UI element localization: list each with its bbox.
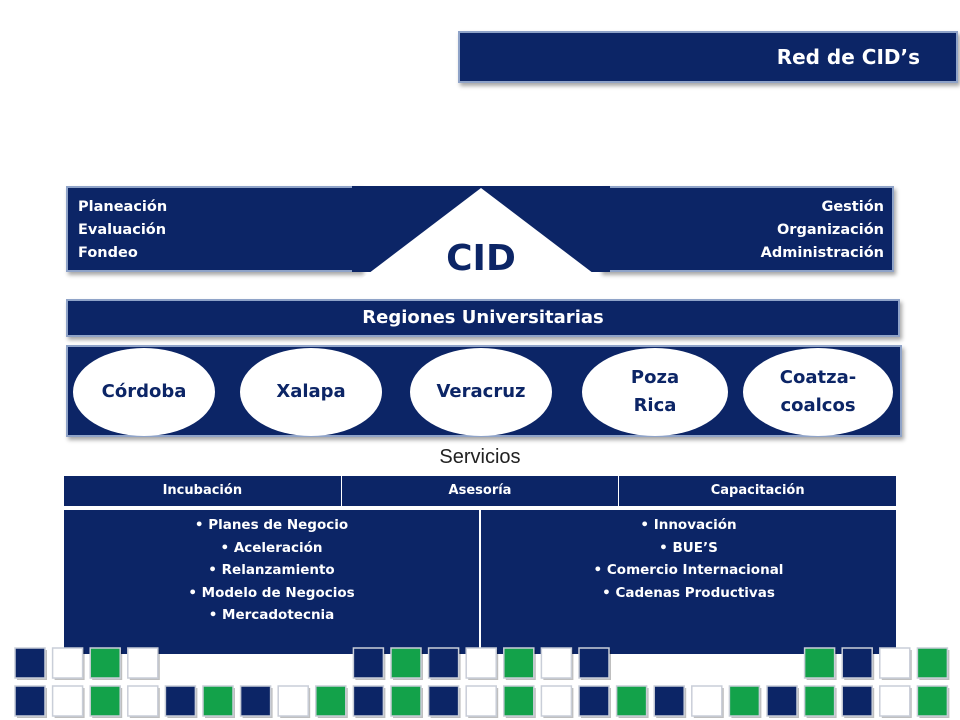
region-label: Veracruz: [436, 381, 526, 402]
decorative-square: [127, 685, 160, 718]
region-veracruz: Veracruz: [410, 348, 552, 436]
decorative-square: [615, 685, 649, 718]
decorative-square: [164, 685, 198, 718]
region-label: Córdoba: [101, 381, 187, 402]
decorative-square: [653, 685, 687, 718]
regions-title: Regiones Universitarias: [362, 307, 604, 328]
region-label: Poza Rica: [630, 367, 680, 416]
list-item: • Planes de Negocio: [194, 517, 349, 533]
services-title: Servicios: [439, 446, 521, 468]
regions-bar: Regiones Universitarias: [66, 299, 900, 337]
list-item: • Aceleración: [220, 539, 323, 556]
decorative-square: [239, 685, 273, 718]
service-incubacion: Incubación: [64, 476, 342, 506]
decorative-square: [578, 685, 611, 718]
list-item: • Modelo de Negocios: [188, 584, 355, 601]
cid-label: CID: [446, 238, 516, 279]
cid-left-item: Fondeo: [78, 245, 138, 261]
decorative-square: [841, 685, 875, 718]
decorative-square: [14, 685, 47, 718]
decorative-square: [540, 685, 574, 718]
list-item: • BUE’S: [659, 539, 718, 556]
decorative-square: [390, 685, 423, 718]
list-item: • Cadenas Productivas: [602, 584, 775, 601]
decorative-square: [315, 685, 348, 718]
cid-left-item: Evaluación: [78, 222, 167, 238]
services-body: • Planes de Negocio • Aceleración • Rela…: [64, 510, 896, 654]
list-item: • Innovación: [640, 517, 737, 533]
decorative-square: [277, 685, 311, 718]
decorative-square: [879, 685, 912, 718]
services-header: Incubación Asesoría Capacitación: [64, 476, 896, 506]
services-right-list: • Innovación • BUE’S • Comercio Internac…: [481, 510, 896, 654]
cid-right-item: Administración: [760, 245, 884, 261]
service-asesoria: Asesoría: [342, 476, 620, 506]
cid-right-item: Gestión: [821, 199, 884, 215]
list-item: • Mercadotecnia: [208, 607, 335, 623]
decorative-square: [202, 685, 235, 718]
regions-panel: Córdoba Xalapa Veracruz Poza Rica Coatza…: [66, 345, 902, 437]
decorative-square: [503, 685, 536, 718]
region-xalapa: Xalapa: [240, 348, 382, 436]
decorative-square: [916, 685, 950, 718]
cid-left-item: Planeación: [78, 199, 168, 215]
decorative-square: [691, 685, 724, 718]
decorative-square: [728, 685, 762, 718]
decorative-square: [427, 685, 461, 718]
decorative-square: [916, 647, 950, 680]
services-left-list: • Planes de Negocio • Aceleración • Rela…: [64, 510, 481, 654]
decorative-square: [465, 685, 499, 718]
region-poza-rica: Poza Rica: [582, 348, 728, 436]
cid-right-panel: Gestión Organización Administración: [600, 186, 894, 272]
cid-right-item: Organización: [776, 222, 884, 238]
title-banner: Red de CID’s: [458, 31, 958, 83]
decorative-square: [352, 685, 386, 718]
region-label: Coatza- coalcos: [779, 367, 857, 416]
cid-left-list: Planeación Evaluación Fondeo: [78, 196, 167, 265]
region-coatzacoalcos: Coatza- coalcos: [743, 348, 893, 436]
service-capacitacion: Capacitación: [710, 483, 805, 498]
cid-left-panel: Planeación Evaluación Fondeo: [66, 186, 362, 272]
decorative-square: [14, 647, 47, 680]
decorative-square: [803, 685, 837, 718]
decorative-square: [766, 685, 799, 718]
region-label: Xalapa: [276, 381, 346, 402]
cid-roof: [352, 186, 610, 286]
list-item: • Comercio Internacional: [593, 562, 784, 578]
region-cordoba: Córdoba: [73, 348, 215, 436]
decorative-square: [51, 685, 85, 718]
decorative-square: [89, 685, 123, 718]
cid-right-list: Gestión Organización Administración: [761, 196, 884, 265]
list-item: • Relanzamiento: [208, 562, 335, 578]
page-title: Red de CID’s: [776, 45, 920, 69]
